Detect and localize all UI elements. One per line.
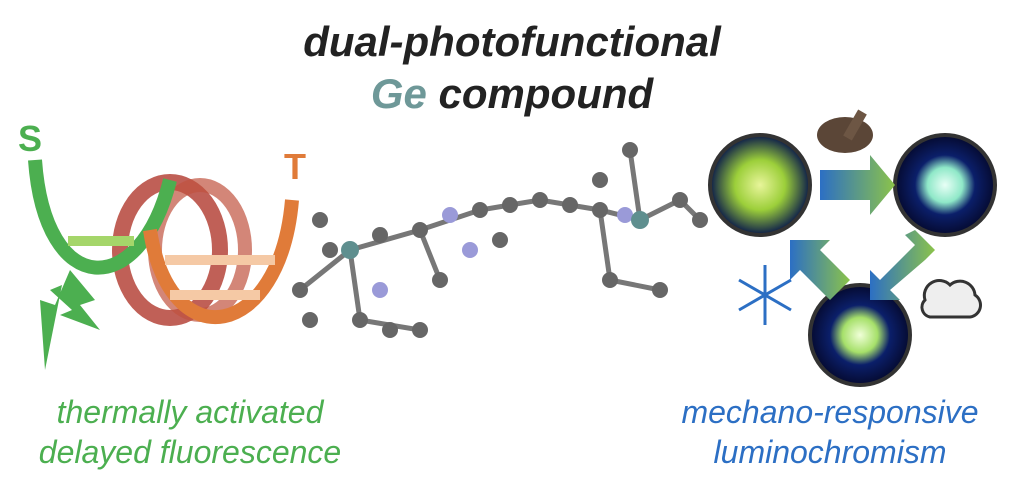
tadf-caption-line-1: thermally activated <box>56 394 324 430</box>
mechanochromism-cycle <box>708 109 997 387</box>
singlet-level <box>68 236 134 246</box>
grind-arrow <box>820 155 895 215</box>
mechano-caption-line-2: luminochromism <box>713 434 947 470</box>
tadf-caption-line-2: delayed fluorescence <box>38 434 342 470</box>
molecule-structure <box>292 142 708 338</box>
triplet-label: T <box>284 146 306 187</box>
fluorescence-bolt-icon <box>40 270 100 370</box>
title-line-1: dual-photofunctional <box>303 18 721 65</box>
title-line-2: Ge compound <box>0 70 1024 118</box>
triplet-level-2 <box>170 290 260 300</box>
fume-arrow <box>870 230 935 300</box>
mechano-caption-line-1: mechano-responsive <box>681 394 979 430</box>
triplet-level-1 <box>165 255 275 265</box>
cloud-icon <box>920 279 982 319</box>
tadf-energy-diagram <box>28 159 299 370</box>
tadf-caption: thermally activated delayed fluorescence <box>20 392 360 472</box>
recovered-powder-photo <box>808 283 912 387</box>
cool-arrow <box>790 240 850 300</box>
compound-label: compound <box>438 70 654 117</box>
pristine-powder-photo <box>708 133 812 237</box>
ground-powder-photo <box>893 133 997 237</box>
snowflake-icon <box>738 265 792 325</box>
singlet-curve <box>28 159 177 275</box>
singlet-label: S <box>18 118 43 159</box>
ge-label: Ge <box>370 70 427 117</box>
triplet-curve <box>143 199 299 325</box>
mechano-caption: mechano-responsive luminochromism <box>650 392 1010 472</box>
